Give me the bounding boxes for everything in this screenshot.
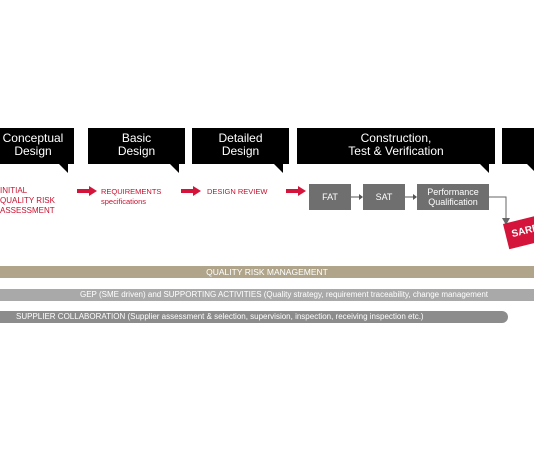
connector-arrow-icon <box>489 196 510 225</box>
sat-step: SAT <box>363 184 405 210</box>
performance-qualification-step: Performance Qualification <box>417 184 489 210</box>
step-arrow-icon <box>405 194 417 200</box>
design-review-label: DESIGN REVIEW <box>207 187 268 196</box>
phase-subtitle: Design <box>14 144 52 158</box>
phase-title: Conceptual <box>2 131 64 145</box>
requirements-label: REQUIREMENTS specifications <box>101 187 162 206</box>
phase-title: Detailed <box>218 131 263 145</box>
phase-next <box>502 128 534 173</box>
phase-detailed-design: Detailed Design <box>192 128 289 173</box>
phase-subtitle: Design <box>117 144 156 158</box>
phase-title: Construction, <box>360 131 432 145</box>
phase-subtitle: Design <box>221 144 260 158</box>
phase-subtitle: Test & Verification <box>348 144 444 158</box>
flow-arrow-icon <box>286 186 306 196</box>
phase-conceptual-design: Conceptual Design <box>0 128 74 173</box>
fat-step: FAT <box>309 184 351 210</box>
phase-construction-test-verification: Construction, Test & Verification <box>297 128 495 173</box>
step-arrow-icon <box>351 194 363 200</box>
phase-title: Basic <box>121 131 152 145</box>
supplier-collaboration-band: SUPPLIER COLLABORATION (Supplier assessm… <box>0 311 508 323</box>
gep-supporting-activities-band: GEP (SME driven) and SUPPORTING ACTIVITI… <box>0 289 534 301</box>
quality-risk-management-band: QUALITY RISK MANAGEMENT <box>0 266 534 278</box>
flow-arrow-icon <box>181 186 201 196</box>
phase-basic-design: Basic Design <box>88 128 185 173</box>
flow-arrow-icon <box>77 186 97 196</box>
initial-risk-assessment-label: INITIAL QUALITY RISK ASSESSMENT <box>0 186 55 215</box>
